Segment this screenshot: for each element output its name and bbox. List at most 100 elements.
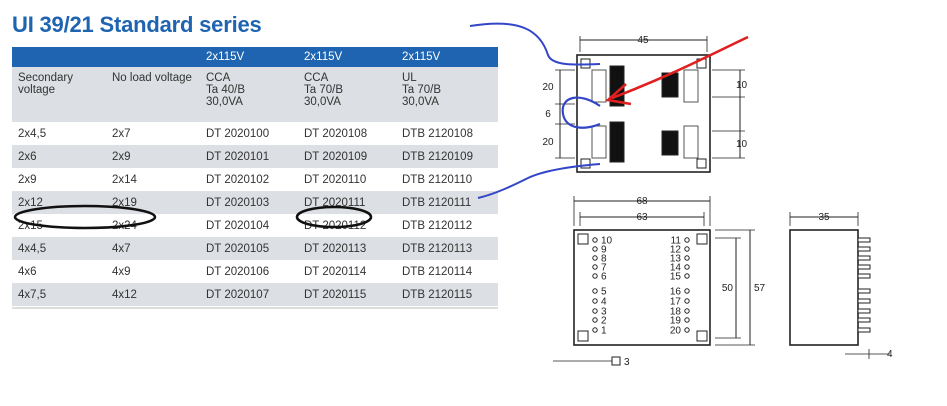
dim-pin-3: 3 bbox=[624, 357, 630, 368]
dim-width-63: 63 bbox=[636, 212, 648, 223]
pin-hole bbox=[684, 264, 690, 270]
pin-label: 18 bbox=[670, 307, 682, 318]
dim-width-45: 45 bbox=[637, 35, 649, 46]
pin-hole bbox=[592, 308, 598, 314]
pin-label: 13 bbox=[670, 254, 682, 265]
cell: 2x4,5 bbox=[12, 122, 106, 145]
cell: DTB 2120112 bbox=[396, 214, 498, 237]
header-cell: 2x115V bbox=[298, 47, 396, 67]
cell: DTB 2120110 bbox=[396, 168, 498, 191]
annotation-blue-loop bbox=[561, 96, 601, 129]
cell: DT 2020103 bbox=[200, 191, 298, 214]
cell: DT 2020113 bbox=[298, 237, 396, 260]
dim-height-50: 50 bbox=[722, 283, 734, 294]
top-view-drawing bbox=[555, 36, 745, 173]
pin-label: 16 bbox=[670, 287, 682, 298]
cell: DT 2020105 bbox=[200, 237, 298, 260]
cell: DT 2020101 bbox=[200, 145, 298, 168]
pin-label: 20 bbox=[670, 326, 682, 337]
pin-hole bbox=[684, 308, 690, 314]
pin-hole bbox=[592, 288, 598, 294]
pin-hole bbox=[684, 255, 690, 261]
cell: 4x4,5 bbox=[12, 237, 106, 260]
pin-label: 6 bbox=[601, 272, 607, 283]
pin-label: 9 bbox=[601, 245, 607, 256]
cell: DTB 2120115 bbox=[396, 283, 498, 306]
pin-label: 8 bbox=[601, 254, 607, 265]
cell: 2x6 bbox=[12, 145, 106, 168]
cell: DT 2020100 bbox=[200, 122, 298, 145]
side-pin bbox=[857, 246, 871, 252]
cell: DT 2020102 bbox=[200, 168, 298, 191]
pin-hole bbox=[592, 298, 598, 304]
dim-left-20b: 20 bbox=[542, 137, 554, 148]
corner-mark bbox=[696, 233, 708, 245]
header-cell bbox=[106, 47, 200, 67]
dim-depth-35: 35 bbox=[818, 212, 830, 223]
cell: 2x9 bbox=[106, 145, 200, 168]
pin-view-drawing bbox=[553, 196, 755, 366]
cell: 2x7 bbox=[106, 122, 200, 145]
side-pin bbox=[857, 255, 871, 261]
cell: 4x9 bbox=[106, 260, 200, 283]
corner-mark bbox=[696, 158, 707, 169]
pin-label: 19 bbox=[670, 316, 682, 327]
corner-mark bbox=[577, 330, 589, 342]
pin-hole bbox=[592, 317, 598, 323]
dim-width-68: 68 bbox=[636, 196, 648, 207]
dim-height-57: 57 bbox=[754, 283, 766, 294]
subheader-no-load-voltage: No load voltage bbox=[106, 67, 200, 122]
highlight-ellipse-part-number bbox=[295, 205, 373, 229]
pin-group bbox=[683, 125, 699, 159]
pin-label: 2 bbox=[601, 316, 607, 327]
side-pin bbox=[857, 317, 871, 323]
side-pin bbox=[857, 264, 871, 270]
side-view-drawing bbox=[789, 212, 890, 359]
pin-hole bbox=[592, 255, 598, 261]
side-pin bbox=[857, 288, 871, 294]
pin-square-mark bbox=[611, 356, 621, 366]
header-cell bbox=[12, 47, 106, 67]
top-body-outline bbox=[576, 54, 711, 173]
annotation-blue-top bbox=[469, 22, 601, 66]
winding-block bbox=[609, 121, 625, 163]
cell: 2x9 bbox=[12, 168, 106, 191]
cell: DT 2020114 bbox=[298, 260, 396, 283]
highlight-ellipse-secondary bbox=[13, 204, 157, 230]
dim-right-10b: 10 bbox=[736, 139, 748, 150]
corner-mark bbox=[577, 233, 589, 245]
dim-right-10: 10 bbox=[736, 80, 748, 91]
pin-group bbox=[591, 69, 607, 103]
pin-hole bbox=[684, 288, 690, 294]
pin-hole bbox=[684, 317, 690, 323]
cell: DTB 2120111 bbox=[396, 191, 498, 214]
table-header-row: 2x115V 2x115V 2x115V bbox=[12, 47, 498, 67]
corner-mark bbox=[580, 158, 591, 169]
cell: DTB 2120114 bbox=[396, 260, 498, 283]
pin-label: 15 bbox=[670, 272, 682, 283]
cell: DTB 2120109 bbox=[396, 145, 498, 168]
cell: 4x7,5 bbox=[12, 283, 106, 306]
cell: 4x7 bbox=[106, 237, 200, 260]
side-pins bbox=[857, 237, 871, 333]
pin-label: 4 bbox=[601, 297, 607, 308]
side-pin bbox=[857, 237, 871, 243]
pin-hole bbox=[592, 273, 598, 279]
annotation-blue-bottom bbox=[477, 163, 601, 199]
pin-label: 10 bbox=[601, 236, 613, 247]
hand-annotations bbox=[13, 22, 749, 230]
header-cell: 2x115V bbox=[200, 47, 298, 67]
pin-label: 12 bbox=[670, 245, 682, 256]
pin-hole bbox=[592, 264, 598, 270]
dim-left-6: 6 bbox=[545, 109, 551, 120]
side-body-outline bbox=[789, 229, 859, 346]
